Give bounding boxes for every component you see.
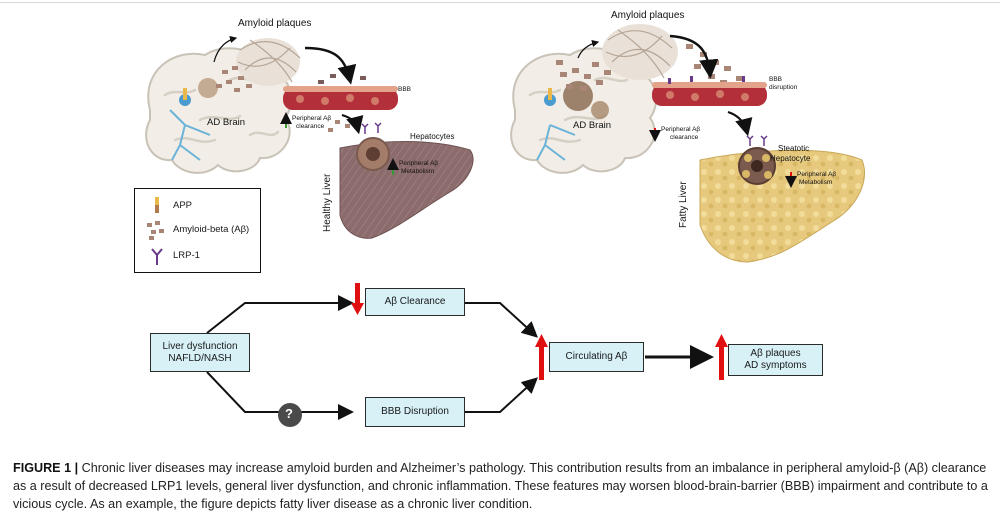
steatotic-label-1: Steatotic (778, 144, 810, 153)
metabolism-label-left-1: Peripheral Aβ (399, 160, 439, 167)
amyloid-plaque-cluster-left (216, 38, 301, 92)
increase-arrow-circulating (535, 334, 548, 380)
ad-brain-label-left: AD Brain (207, 117, 246, 128)
question-mark: ? (285, 406, 293, 421)
blood-vessel-left (283, 70, 398, 110)
bbb-label-right-2: disruption (769, 84, 798, 91)
ad-brain-right (510, 47, 658, 174)
ab-plaques-box: Aβ plaques AD symptoms (728, 344, 823, 376)
metabolism-label-right-1: Peripheral Aβ (797, 171, 837, 178)
unknown-mechanism-circle (278, 403, 302, 427)
increase-arrow-plaques (715, 334, 728, 380)
legend: APP Amyloid-beta (Aβ) LRP-1 (134, 188, 261, 273)
clearance-label-left-2: clearance (296, 123, 325, 130)
amyloid-plaques-label-right: Amyloid plaques (611, 10, 685, 21)
steatotic-label-2: Hepatocyte (770, 154, 811, 163)
clearance-label-right-2: clearance (670, 134, 699, 141)
legend-item-lrp1: LRP-1 (145, 245, 255, 267)
figure-caption: FIGURE 1 | Chronic liver diseases may in… (13, 459, 988, 513)
legend-item-amyloid-beta: Amyloid-beta (Aβ) (145, 219, 255, 241)
lrp1-receptor-icon (151, 248, 163, 265)
bbb-label-right-1: BBB (769, 76, 783, 83)
ad-brain-label-right: AD Brain (573, 120, 612, 131)
hepatocytes-label: Hepatocytes (410, 132, 455, 141)
metabolism-label-left-2: Metabolism (401, 168, 435, 175)
clearance-label-right-1: Peripheral Aβ (661, 126, 701, 133)
metabolism-label-right-2: Metabolism (799, 179, 833, 186)
fatty-liver (699, 135, 865, 263)
bbb-disruption-box: BBB Disruption (365, 397, 465, 427)
liver-dysfunction-box: Liver dysfunction NAFLD/NASH (150, 333, 250, 372)
caption-separator: | (74, 461, 79, 475)
fatty-liver-label: Fatty Liver (678, 181, 689, 228)
top-rule (0, 2, 1000, 3)
legend-item-app: APP (145, 195, 255, 217)
illustration (145, 24, 865, 427)
caption-text: Chronic liver diseases may increase amyl… (13, 461, 988, 511)
decrease-arrow-clearance (351, 283, 364, 315)
healthy-liver (339, 122, 474, 239)
figure-number: FIGURE 1 (13, 461, 72, 475)
healthy-liver-label: Healthy Liver (322, 173, 333, 232)
increase-decrease-arrows (351, 283, 728, 380)
clearance-label-left-1: Peripheral Aβ (292, 115, 332, 122)
circulating-ab-box: Circulating Aβ (549, 342, 644, 372)
bbb-label-left: BBB (398, 86, 412, 93)
amyloid-plaques-label-left: Amyloid plaques (238, 18, 312, 29)
app-icon (155, 197, 159, 213)
flow-connectors (206, 295, 714, 420)
amyloid-beta-icon (147, 221, 164, 240)
blood-vessel-right (652, 76, 767, 106)
ab-clearance-box: Aβ Clearance (365, 288, 465, 316)
